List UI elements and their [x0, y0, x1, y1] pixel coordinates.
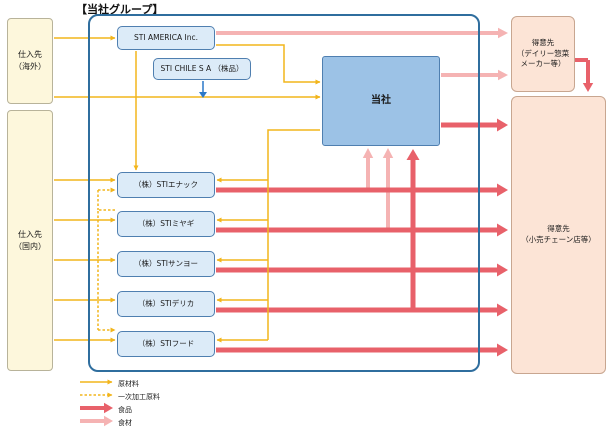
food-arrow-deli-chain-tail-head — [582, 83, 594, 92]
ingredient-arrow-miyagi-company-tail-head — [382, 148, 394, 158]
ingredient-arrow-enack-company-tail-head — [362, 148, 374, 158]
customer-deli: 得意先 （デイリー惣菜 メーカー等） — [511, 16, 575, 92]
legend-ingredient: 食材 — [118, 419, 132, 427]
sub-sti-enack-label: （株）STIエナック — [133, 179, 199, 189]
group-title: 【当社グループ】 — [76, 3, 164, 16]
legend-mark-food-head — [104, 402, 113, 414]
sub-sti-sanyo: （株）STIサンヨー — [117, 251, 215, 277]
raw-line-company-trunk — [267, 129, 320, 340]
food-arrow-up-company-head — [406, 149, 420, 160]
ingredient-arrow-america-deli-head — [498, 27, 508, 39]
food-arrow-enack-chain-head — [497, 183, 508, 197]
supplier-domestic: 仕入先 （国内） — [7, 110, 53, 371]
company-label: 当社 — [371, 94, 391, 106]
chile-down-head — [199, 92, 207, 98]
legend-raw-material: 原材料 — [118, 380, 139, 388]
company-group-frame — [88, 14, 480, 372]
supplier-overseas-label: 仕入先 （海外） — [14, 50, 46, 71]
customer-chain: 得意先 （小売チェーン店等） — [511, 96, 606, 374]
food-arrow-sanyo-chain-head — [497, 263, 508, 277]
sub-sti-america: STI AMERICA Inc. — [117, 26, 215, 50]
legend-mark-ingredient-head — [104, 415, 113, 427]
food-arrow-miyagi-chain-head — [497, 223, 508, 237]
raw-arrow-america-company — [216, 44, 321, 85]
company-box: 当社 — [322, 56, 440, 146]
sub-sti-enack: （株）STIエナック — [117, 172, 215, 198]
supplier-domestic-label: 仕入先 （国内） — [14, 229, 46, 251]
ingredient-arrow-company-deli-head — [498, 69, 508, 81]
supplier-overseas: 仕入先 （海外） — [7, 18, 53, 104]
legend-processed-material: 一次加工原料 — [118, 393, 160, 401]
food-arrow-food-chain-head — [497, 343, 508, 357]
sub-sti-america-label: STI AMERICA Inc. — [134, 32, 198, 42]
legend-food: 食品 — [118, 406, 132, 414]
customer-deli-label: 得意先 （デイリー惣菜 メーカー等） — [516, 37, 570, 69]
sub-sti-food-label: （株）STIフード — [137, 338, 195, 348]
sub-sti-miyagi-label: （株）STIミヤギ — [137, 218, 195, 228]
sub-sti-miyagi: （株）STIミヤギ — [117, 211, 215, 237]
arrows-layer — [54, 27, 594, 427]
customer-chain-label: 得意先 （小売チェーン店等） — [521, 224, 596, 244]
food-arrow-company-chain-head — [497, 118, 508, 132]
sub-sti-delica-label: （株）STIデリカ — [137, 298, 195, 308]
sub-sti-chile-label: STI CHILE S A （株品） — [160, 63, 244, 73]
sub-sti-chile: STI CHILE S A （株品） — [153, 58, 251, 80]
sub-sti-food: （株）STIフード — [117, 331, 215, 357]
processed-line-trunk — [97, 209, 115, 330]
sub-sti-sanyo-label: （株）STIサンヨー — [133, 258, 199, 268]
food-arrow-delica-chain-head — [497, 303, 508, 317]
sub-sti-delica: （株）STIデリカ — [117, 291, 215, 317]
